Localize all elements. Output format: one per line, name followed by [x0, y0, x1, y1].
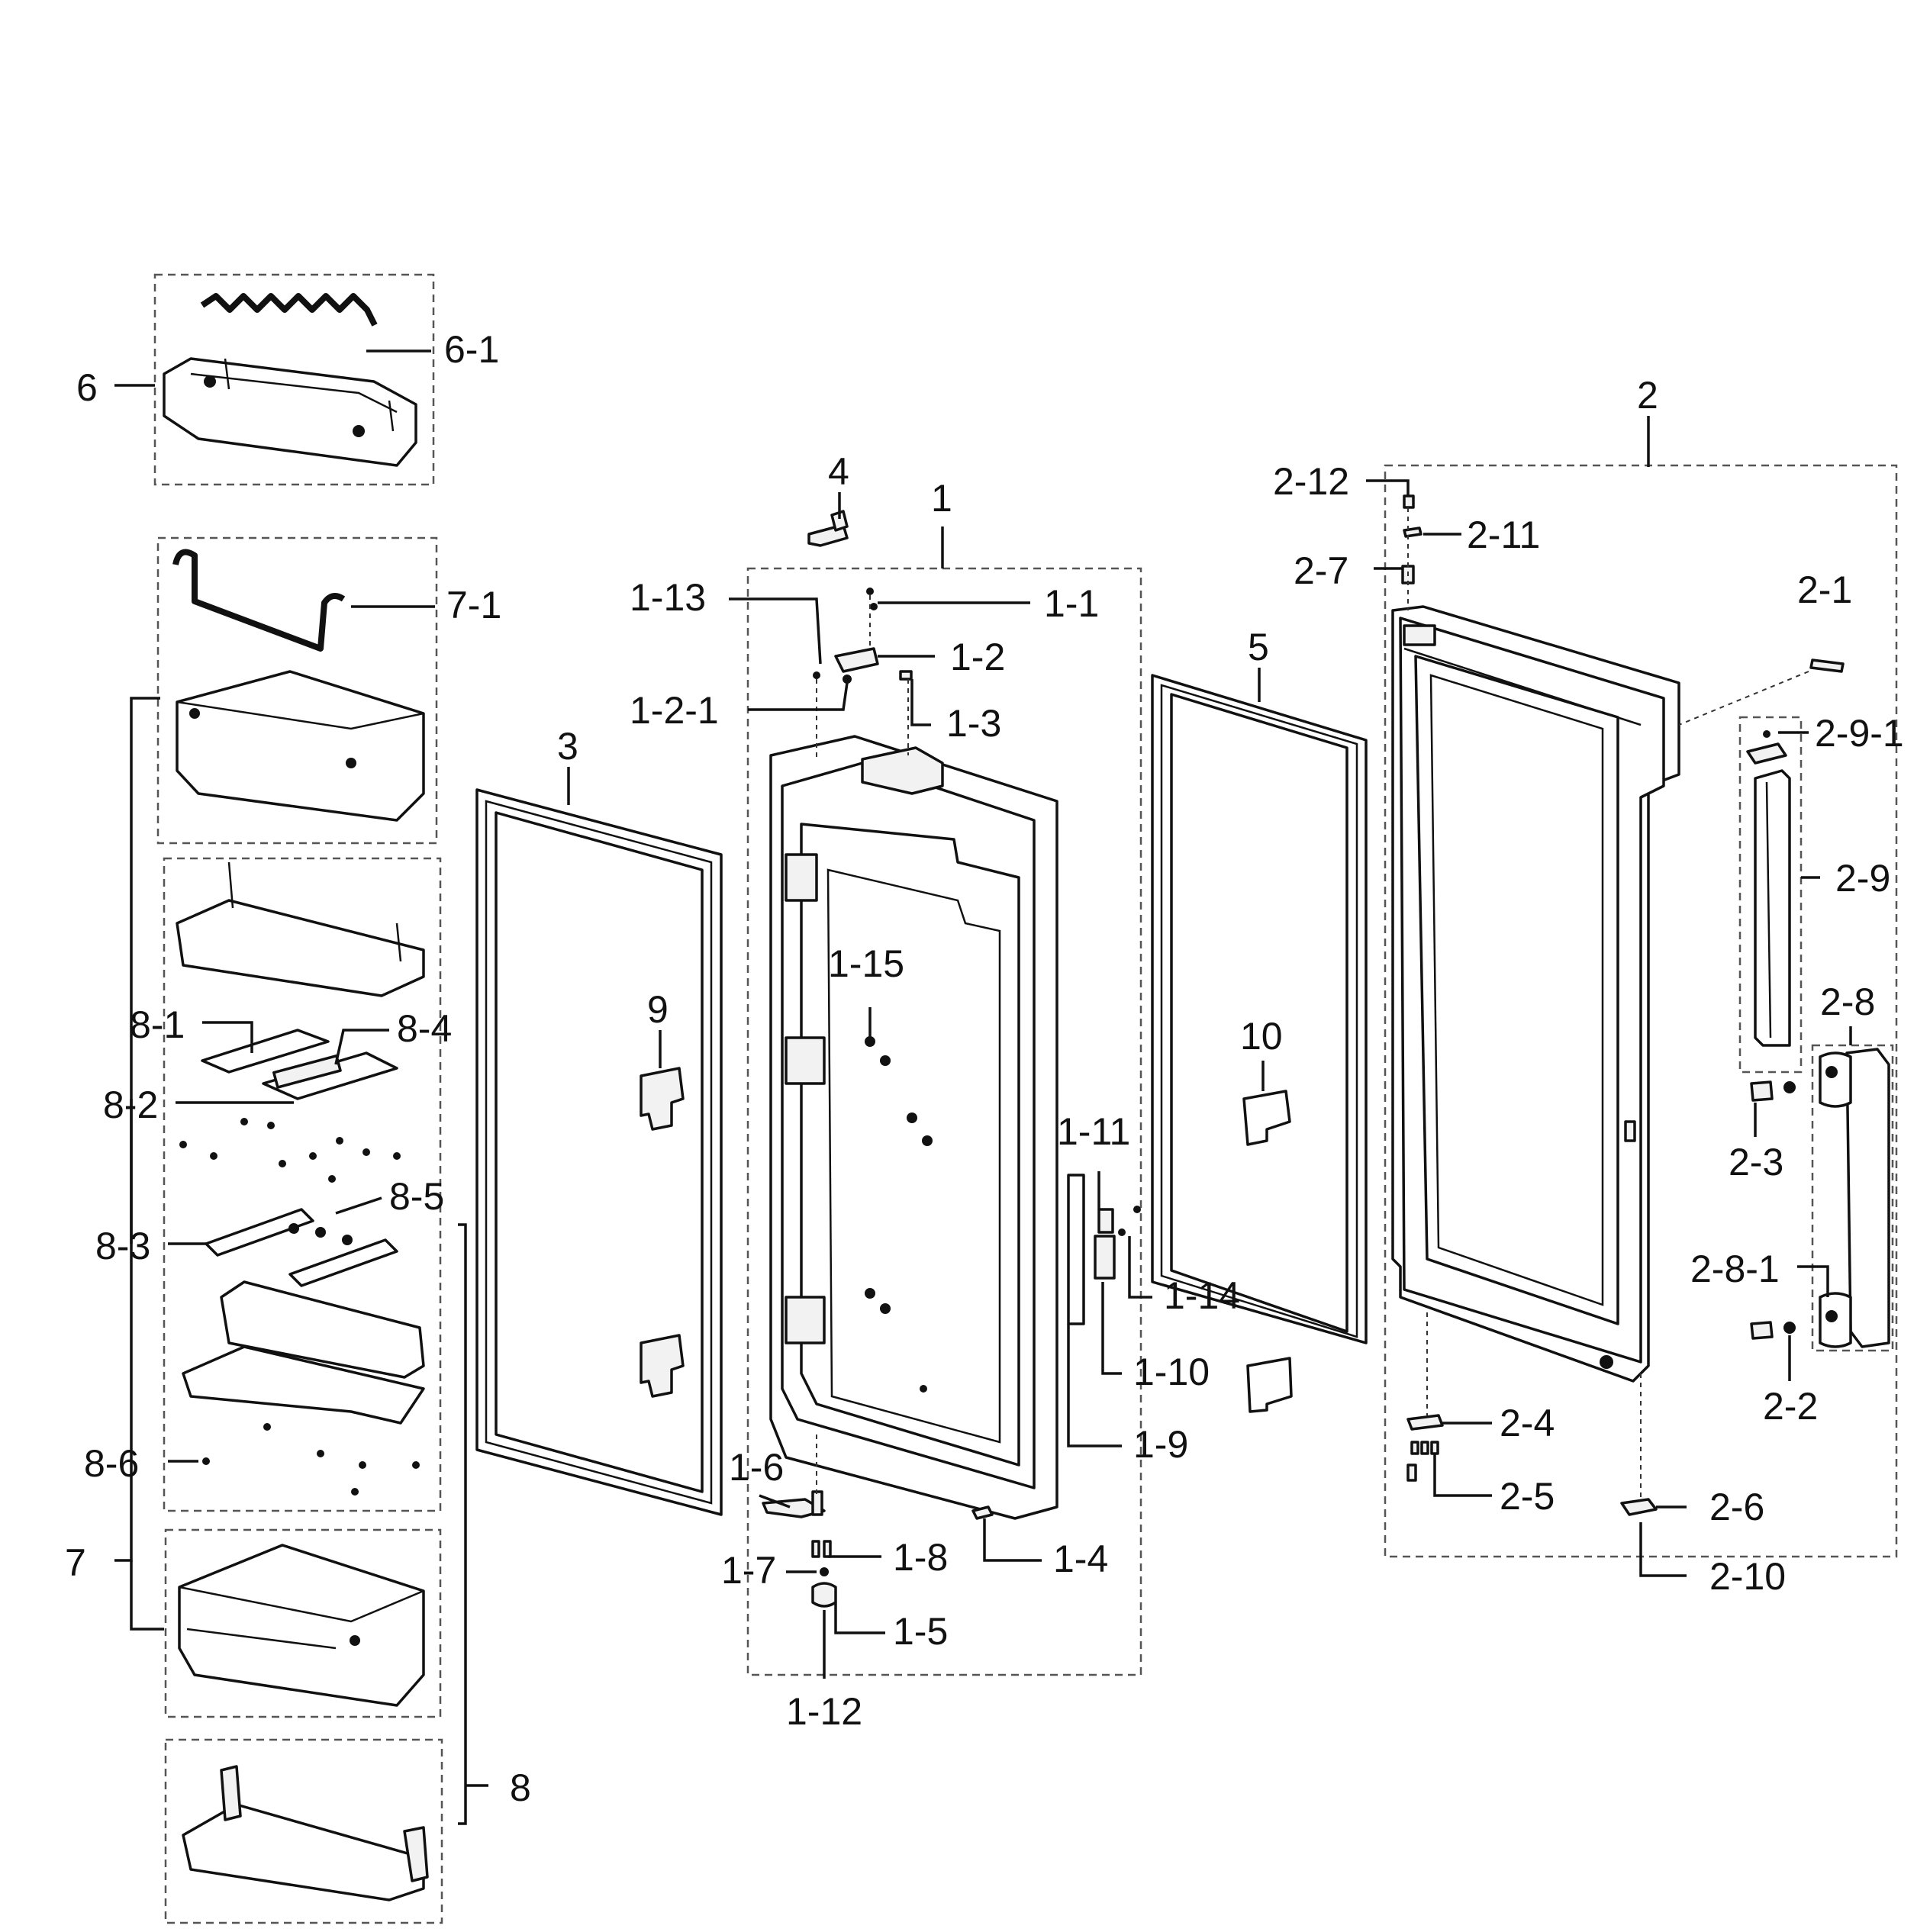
callout-10: 10 [1240, 1015, 1283, 1058]
callout-6: 6 [76, 366, 98, 409]
callout-2-9: 2-9 [1835, 857, 1890, 900]
group-box-2-8 [1811, 1044, 1894, 1352]
callout-2-11: 2-11 [1467, 514, 1540, 556]
callout-1-14: 1-14 [1164, 1274, 1240, 1317]
callout-8-2: 8-2 [103, 1084, 158, 1126]
part-1-11 [1097, 1208, 1114, 1234]
callout-1-5: 1-5 [893, 1610, 948, 1653]
callout-1-12: 1-12 [786, 1690, 862, 1733]
bracket-8-3 [205, 1208, 398, 1287]
group-box-1 [746, 567, 1142, 1676]
callout-1-8: 1-8 [893, 1536, 948, 1579]
callout-2-7: 2-7 [1294, 549, 1348, 592]
callout-1-15: 1-15 [828, 942, 904, 985]
callout-1-10: 1-10 [1133, 1351, 1210, 1393]
door-bin-6 [163, 357, 417, 467]
callout-9: 9 [647, 988, 669, 1031]
fridge-door-2 [1391, 605, 1680, 1383]
callout-2-10: 2-10 [1709, 1555, 1786, 1598]
callout-7: 7 [65, 1541, 86, 1584]
door-bin-upper [176, 670, 425, 822]
callout-1-3: 1-3 [946, 702, 1001, 745]
shelf-frame-8-6 [182, 1280, 425, 1496]
callout-1-2: 1-2 [950, 636, 1005, 678]
callout-2: 2 [1637, 374, 1658, 417]
fridge-door-1 [769, 735, 1058, 1520]
callout-2-8: 2-8 [1820, 980, 1875, 1023]
door-bin-7 [178, 1544, 425, 1707]
door-shelf-tray [176, 861, 425, 997]
callout-2-1: 2-1 [1797, 568, 1852, 611]
callout-2-8-1: 2-8-1 [1690, 1248, 1780, 1290]
callout-1-4: 1-4 [1053, 1538, 1108, 1580]
callout-2-4: 2-4 [1500, 1402, 1555, 1444]
callout-2-12: 2-12 [1273, 460, 1349, 503]
group-box-6 [153, 273, 435, 486]
bracket-8-1 [201, 1029, 398, 1100]
callout-1: 1 [931, 477, 952, 520]
door-2-hardware [1401, 494, 1894, 1516]
group-box-8-bottom [164, 1738, 443, 1924]
callout-2-9-1: 2-9-1 [1815, 712, 1904, 755]
callout-3: 3 [557, 725, 578, 768]
callout-8: 8 [510, 1766, 531, 1809]
part-8-4 [272, 1054, 342, 1089]
callout-8-4: 8-4 [397, 1007, 452, 1050]
callout-1-11: 1-11 [1057, 1110, 1130, 1153]
part-1-2 [834, 647, 879, 673]
callout-4: 4 [828, 450, 849, 493]
callout-2-3: 2-3 [1729, 1141, 1783, 1183]
callout-labels: 6 6-1 7-1 8-1 8-4 8-2 8-5 8-3 8-6 7 8 3 … [65, 328, 1904, 1809]
callout-1-2-1: 1-2-1 [630, 689, 719, 732]
callout-1-9: 1-9 [1133, 1423, 1188, 1466]
group-box-7 [156, 536, 438, 845]
bins-column [153, 273, 443, 1924]
wire-guard-7-1 [172, 549, 346, 652]
screws-8 [179, 1118, 401, 1183]
callout-8-6: 8-6 [84, 1442, 139, 1485]
callout-5: 5 [1248, 626, 1269, 668]
bracket-9 [640, 1067, 685, 1398]
part-1-10 [1094, 1235, 1116, 1280]
callout-8-3: 8-3 [95, 1225, 150, 1267]
bracket-10 [1242, 1090, 1293, 1413]
door-shelf-8 [182, 1765, 429, 1901]
callout-7-1: 7-1 [446, 584, 501, 626]
door-strip-1-9 [1067, 1174, 1085, 1325]
callout-2-2: 2-2 [1763, 1385, 1818, 1428]
door-gasket-5 [1151, 674, 1368, 1344]
callout-1-13: 1-13 [630, 576, 706, 619]
callout-2-5: 2-5 [1500, 1475, 1555, 1518]
door-hinge-slot [785, 853, 818, 902]
group-box-2-9 [1738, 716, 1803, 1074]
part-2-1 [1809, 658, 1845, 673]
door-bracket-upper [785, 1036, 826, 1085]
group-box-7-bottom [164, 1528, 442, 1718]
callout-1-1: 1-1 [1044, 582, 1099, 625]
door-bracket-lower [785, 1296, 826, 1344]
callout-8-1: 8-1 [130, 1003, 185, 1046]
leader-lines [114, 349, 1852, 1825]
callout-1-6: 1-6 [729, 1446, 784, 1489]
door-gasket-3 [475, 788, 723, 1516]
wire-guard-6-1 [200, 293, 378, 327]
callout-2-6: 2-6 [1709, 1486, 1764, 1528]
group-box-8 [163, 857, 442, 1512]
callout-1-7: 1-7 [721, 1549, 776, 1592]
callout-6-1: 6-1 [444, 328, 499, 371]
callout-8-5: 8-5 [389, 1175, 444, 1218]
